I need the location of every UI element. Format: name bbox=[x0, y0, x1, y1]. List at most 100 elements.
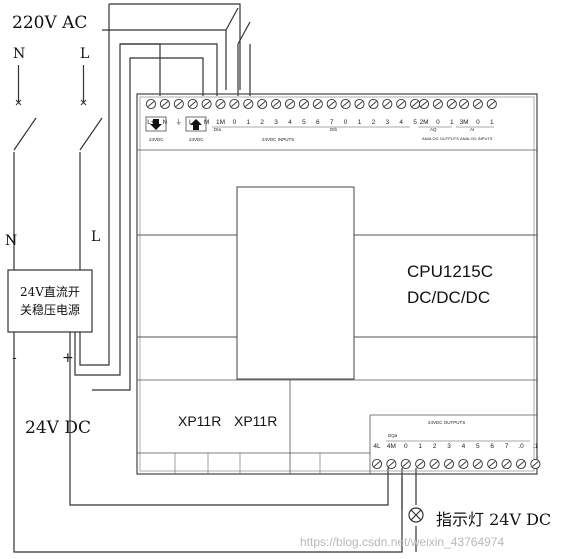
terminal-screw-slot bbox=[448, 101, 456, 107]
terminal-screw-slot bbox=[203, 101, 210, 107]
dq-sub: DQa bbox=[388, 433, 398, 438]
plc-variant: DC/DC/DC bbox=[407, 288, 490, 307]
terminal-label: M bbox=[204, 119, 209, 126]
dc-in-arrow-box bbox=[145, 116, 167, 132]
terminal-label: 0 bbox=[404, 443, 408, 450]
terminal-label: 1 bbox=[490, 119, 494, 126]
terminal-screw-slot bbox=[258, 101, 266, 107]
supply-voltage-label: 220V AC bbox=[12, 13, 87, 33]
terminal-label: N bbox=[163, 119, 168, 126]
terminal-screw-slot bbox=[488, 461, 496, 467]
terminal-screw-slot bbox=[474, 101, 482, 107]
plc-body bbox=[136, 93, 538, 475]
terminal-label: 4 bbox=[399, 119, 403, 126]
terminal-label: 4L bbox=[373, 443, 381, 450]
terminal-label: 5 bbox=[476, 443, 480, 450]
terminal-screw-slot bbox=[517, 461, 525, 467]
watermark: https://blog.csdn.net/weixin_43764974 bbox=[300, 535, 504, 549]
terminal-label: 1 bbox=[418, 443, 422, 450]
terminal-screw-slot bbox=[434, 101, 442, 107]
terminal-label: 1 bbox=[450, 119, 454, 126]
terminal-screw-slot bbox=[161, 101, 169, 107]
terminal-label: 5 bbox=[302, 119, 306, 126]
wire-n-label: N bbox=[5, 233, 17, 249]
terminal-label: 0 bbox=[233, 119, 237, 126]
terminal-label: 4 bbox=[288, 119, 292, 126]
terminal-screw-slot bbox=[217, 101, 224, 107]
terminal-screw-slot bbox=[532, 461, 539, 467]
terminal-screw-slot bbox=[420, 101, 428, 107]
top-terminal-strip bbox=[145, 98, 497, 110]
dc-label-b: 24VDC bbox=[189, 137, 204, 142]
terminal-screw-slot bbox=[503, 461, 510, 467]
terminal-screw-slot bbox=[189, 101, 196, 107]
power-supply-name-2: 关稳压电源 bbox=[20, 302, 80, 317]
terminal-label: 3 bbox=[385, 119, 389, 126]
terminal-label: 0 bbox=[344, 119, 348, 126]
arrow-down-icon bbox=[150, 119, 162, 130]
main-switch-l bbox=[79, 65, 103, 270]
terminal-screw-slot bbox=[314, 101, 322, 107]
arrow-up-icon bbox=[190, 119, 202, 130]
terminal-label: 0 bbox=[476, 119, 480, 126]
terminal-label: ⏚ bbox=[176, 118, 183, 126]
terminal-screw-slot bbox=[175, 101, 183, 107]
terminal-screw-slot bbox=[342, 101, 349, 107]
terminal-screw-slot bbox=[245, 101, 252, 107]
power-supply-output-label: 24V DC bbox=[25, 418, 91, 438]
di-sub-a: DIa bbox=[214, 127, 222, 132]
terminal-screw-slot bbox=[147, 101, 155, 107]
power-supply-plus: + bbox=[62, 350, 74, 366]
bottom-terminal-strip bbox=[371, 458, 541, 470]
terminal-screw-slot bbox=[370, 101, 377, 107]
terminal-label: 0 bbox=[436, 119, 440, 126]
indicator-lamp-icon bbox=[408, 507, 424, 523]
indicator-lamp-label: 指示灯 24V DC bbox=[436, 510, 551, 529]
di-sub-b: DIb bbox=[330, 127, 338, 132]
plc-model: CPU1215C bbox=[407, 262, 493, 281]
terminal-label: 5 bbox=[413, 119, 417, 126]
terminal-screw-slot bbox=[460, 461, 467, 467]
dq-label: 24VDC OUTPUTS bbox=[428, 420, 465, 425]
power-supply-name-1: 24V直流开 bbox=[20, 285, 80, 299]
terminal-label: 3 bbox=[447, 443, 451, 450]
main-switch-n bbox=[13, 65, 37, 270]
terminal-screw-slot bbox=[445, 461, 453, 467]
terminal-screw-slot bbox=[460, 101, 468, 107]
terminal-screw-slot bbox=[416, 461, 424, 467]
wire-l-label: L bbox=[91, 229, 100, 245]
terminal-label: .1 bbox=[533, 443, 539, 450]
terminal-screw-slot bbox=[431, 461, 438, 467]
terminal-screw-slot bbox=[300, 101, 308, 107]
terminal-label: 2 bbox=[433, 443, 437, 450]
terminal-screw-slot bbox=[474, 461, 482, 467]
terminal-label: 2 bbox=[260, 119, 264, 126]
terminal-screw-slot bbox=[231, 101, 238, 107]
power-supply-box bbox=[7, 269, 93, 333]
terminal-screw-slot bbox=[402, 461, 410, 467]
terminal-label: 7 bbox=[505, 443, 509, 450]
ai-label: AI bbox=[470, 127, 474, 132]
aq-sub: ANALOG OUTPUTS bbox=[422, 136, 459, 141]
terminal-label: 3M bbox=[459, 119, 468, 126]
terminal-screw-slot bbox=[397, 101, 405, 107]
terminal-screw-slot bbox=[373, 461, 381, 467]
terminal-label: 1 bbox=[246, 119, 250, 126]
terminal-screw-slot bbox=[384, 101, 391, 107]
terminal-label: 4M bbox=[387, 443, 396, 450]
terminal-screw-slot bbox=[272, 101, 280, 107]
terminal-label: 2M bbox=[419, 119, 428, 126]
terminal-label: 6 bbox=[316, 119, 320, 126]
terminal-label: 1M bbox=[216, 119, 225, 126]
dc-out-arrow-box bbox=[185, 116, 207, 132]
plc-module-left: XP11R bbox=[178, 413, 221, 429]
supply-l-label: L bbox=[80, 46, 89, 62]
wires bbox=[13, 3, 417, 553]
terminal-label: 6 bbox=[490, 443, 494, 450]
terminal-label: 3 bbox=[274, 119, 278, 126]
ai-sub: ANALOG INPUTS bbox=[460, 136, 493, 141]
terminal-screw-slot bbox=[488, 101, 496, 107]
terminal-label: 4 bbox=[462, 443, 466, 450]
plc-module-right: XP11R bbox=[234, 413, 277, 429]
